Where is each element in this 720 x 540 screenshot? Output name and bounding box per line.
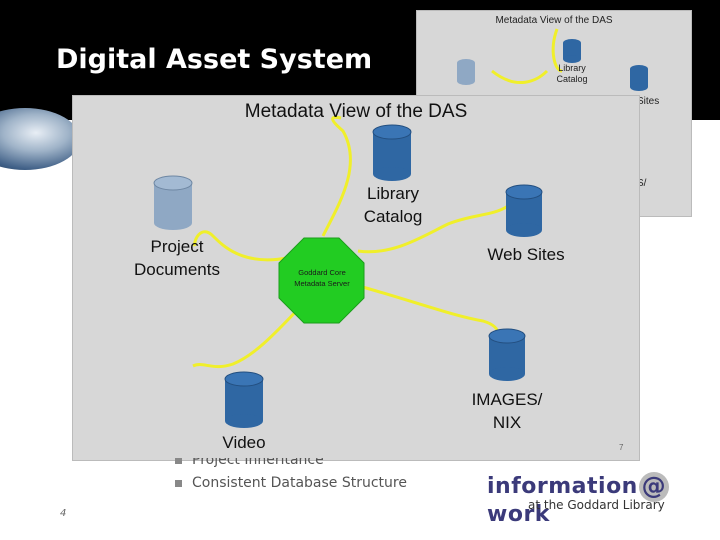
logo-right-text: work — [487, 502, 550, 527]
bullet-square-icon — [175, 458, 182, 464]
back-cylinder-2 — [457, 59, 475, 85]
back-slide-title: Metadata View of the DAS — [495, 15, 612, 26]
hub-label-line2: Metadata Server — [294, 279, 350, 288]
images-label-line2: NIX — [493, 413, 521, 432]
at-sign-icon: @ — [638, 472, 669, 502]
project-label-line2: Documents — [134, 260, 220, 279]
connector-library — [321, 115, 352, 237]
back-label-library: Library — [558, 63, 586, 73]
page-number: 4 — [60, 508, 67, 519]
connector-websites — [357, 204, 509, 254]
library-catalog-cylinder — [372, 124, 412, 181]
hub-label-line1: Goddard Core — [298, 268, 346, 277]
bullet-text: Consistent Database Structure — [192, 475, 407, 491]
diagram-title: Metadata View of the DAS — [245, 101, 468, 122]
video-cylinder — [224, 371, 264, 428]
project-label-line1: Project — [151, 237, 204, 256]
websites-label: Web Sites — [487, 245, 564, 264]
back-cylinder-3 — [630, 65, 648, 91]
images-label-line1: IMAGES/ — [472, 390, 543, 409]
bullet-project-inheritance: Project Inheritance — [175, 452, 324, 468]
bullet-consistent-database: Consistent Database Structure — [175, 475, 407, 491]
connector-video — [192, 304, 303, 369]
information-at-work-logo: information@ work — [487, 472, 720, 527]
back-label-sites: Sites — [637, 96, 659, 107]
bullet-text: Project Inheritance — [192, 452, 324, 468]
back-label-s: S/ — [637, 178, 647, 189]
diagram-page-mark: 7 — [619, 443, 624, 452]
library-label-line2: Catalog — [364, 207, 423, 226]
web-sites-cylinder — [505, 184, 543, 237]
diagram-slide: Goddard Core Metadata Server — [72, 95, 640, 461]
metadata-server-hub — [278, 237, 365, 324]
logo-tagline: at the Goddard Library — [528, 498, 665, 512]
images-nix-cylinder — [488, 328, 526, 381]
video-label: Video — [222, 433, 265, 452]
back-cylinder-1 — [563, 39, 581, 63]
logo-left-text: information — [487, 474, 638, 499]
project-documents-cylinder — [153, 175, 193, 230]
slide-title: Digital Asset System — [56, 44, 373, 75]
connector-images — [358, 284, 500, 335]
connector-project — [193, 230, 288, 262]
bullet-square-icon — [175, 479, 182, 487]
library-label-line1: Library — [367, 184, 419, 203]
back-label-catalog: Catalog — [556, 74, 587, 84]
